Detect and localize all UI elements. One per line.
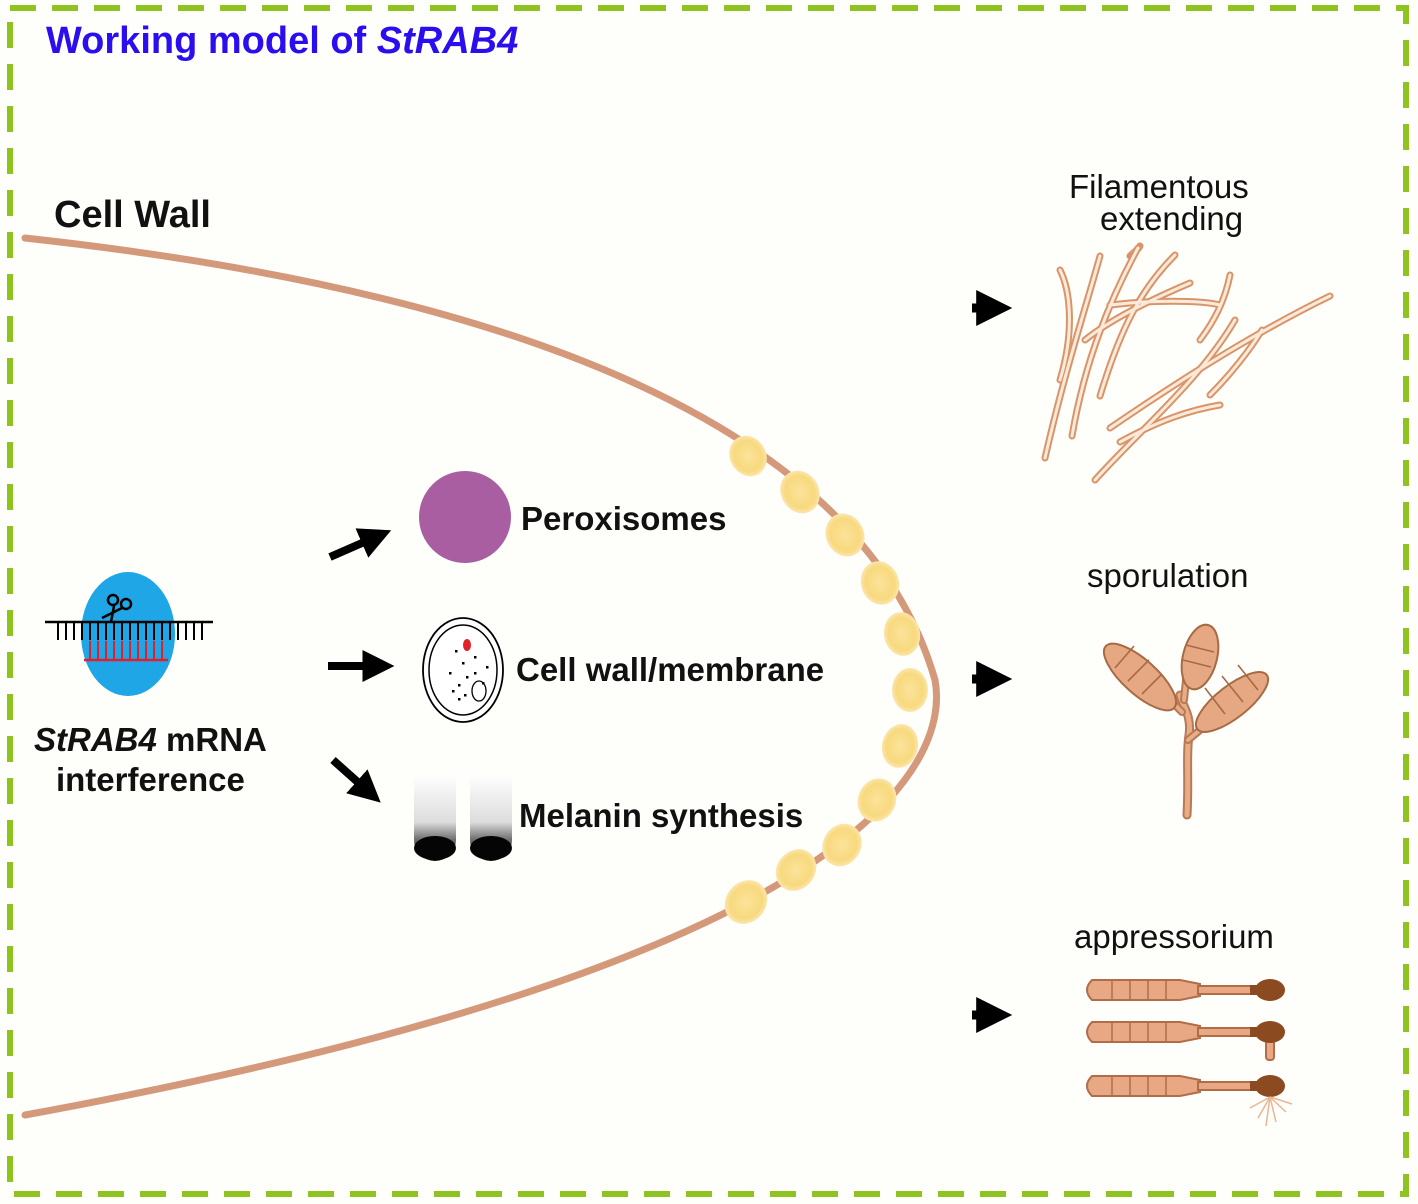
conidium: [1194, 671, 1270, 733]
filamentous-label: Filamentous: [1069, 168, 1249, 205]
peroxisomes-label: Peroxisomes: [521, 500, 727, 537]
hyphae-icon: [1041, 242, 1334, 484]
appressorium-bulb: [1255, 1021, 1285, 1043]
appressorium-bulb: [1255, 979, 1285, 1001]
blue-blob: [81, 572, 175, 696]
peroxisome-circle: [419, 471, 511, 563]
arrow-to-peroxisomes: [328, 528, 392, 561]
melanin-tubes-icon: [414, 775, 512, 861]
scissors-icon: [101, 593, 133, 623]
dashed-border: [7, 5, 1409, 1197]
vesicle: [881, 724, 919, 768]
rnai-line2: interference: [55, 761, 245, 798]
vesicle: [860, 561, 900, 605]
melanin-synthesis-label: Melanin synthesis: [519, 797, 804, 834]
appressoria-icon: [1086, 979, 1293, 1127]
sporulation-label: sporulation: [1087, 557, 1249, 594]
appressorium-bulb: [1255, 1075, 1285, 1097]
conidiophore-icon: [1102, 623, 1270, 820]
cell-wall-membrane-label: Cell wall/membrane: [516, 651, 825, 688]
vesicle: [729, 435, 767, 477]
extending-label: extending: [1100, 200, 1244, 237]
cell-wall-label: Cell Wall: [54, 194, 211, 236]
cell-wall-membrane-icon: [422, 617, 504, 723]
conidium: [1102, 642, 1178, 712]
vesicle: [825, 513, 865, 557]
rnai-line1-rest: mRNA: [156, 721, 267, 758]
cell-wall-curve: [21, 234, 941, 1119]
vesicle: [724, 880, 768, 924]
vesicle: [822, 823, 862, 867]
rnai-label: StRAB4 mRNA interference: [34, 720, 267, 800]
conidium: [1180, 623, 1220, 691]
vesicle: [883, 612, 921, 656]
diagram-title: Working model of StRAB4: [46, 20, 519, 62]
phenotype-arrows: [972, 290, 1013, 1033]
rnai-illustration: [45, 572, 213, 696]
vesicle: [775, 849, 817, 891]
arrow-to-melanin: [330, 757, 381, 803]
appressorium-label: appressorium: [1074, 918, 1274, 955]
vesicle: [892, 668, 928, 712]
effect-arrows: [328, 528, 395, 803]
vesicle: [857, 778, 897, 822]
vesicle-chain: [724, 435, 928, 924]
rnai-gene: StRAB4: [34, 721, 157, 758]
vesicle: [780, 470, 820, 514]
